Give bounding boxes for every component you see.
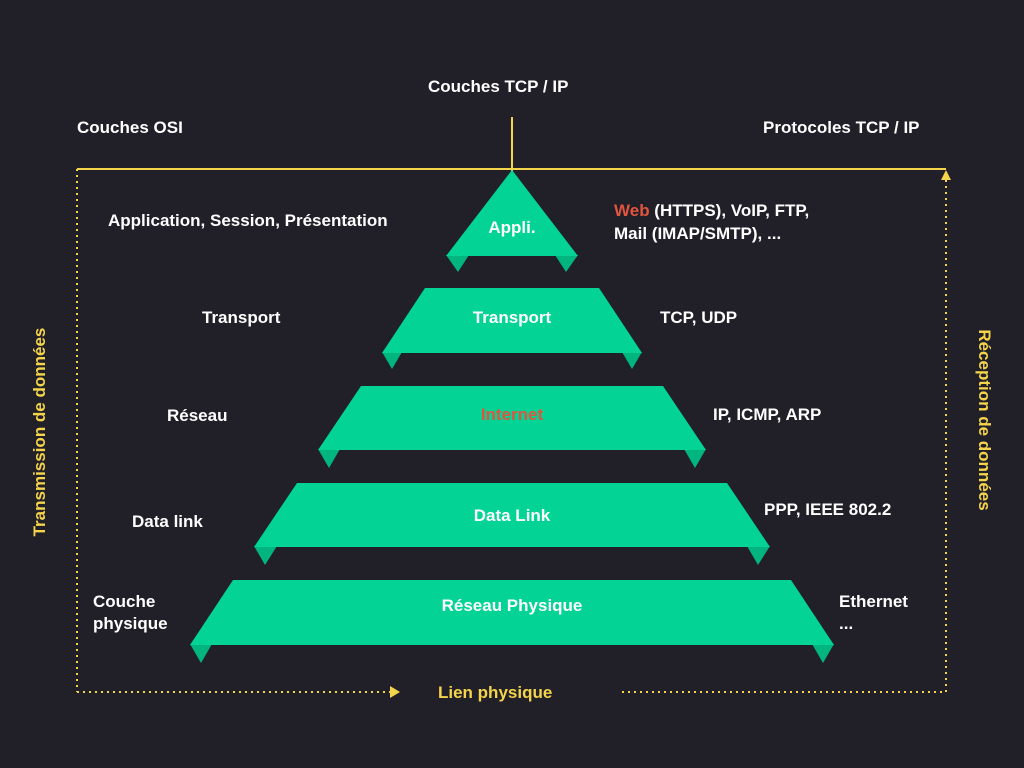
arrow-right-icon (390, 686, 400, 698)
reception-label: Réception de données (975, 329, 994, 511)
osi-layer-physical-line2: physique (93, 614, 168, 633)
tcpip-layer-internet: Internet (480, 405, 544, 424)
layer-appli-shape (446, 170, 578, 272)
transmission-label: Transmission de données (30, 327, 49, 537)
osi-layer-application: Application, Session, Présentation (108, 211, 388, 230)
osi-layers-title: Couches OSI (77, 118, 183, 137)
osi-layer-transport: Transport (202, 308, 281, 327)
layer-transport-shape (382, 288, 642, 369)
protocols-appli-line1: Web (HTTPS), VoIP, FTP, (614, 201, 810, 220)
osi-layer-datalink: Data link (132, 512, 203, 531)
protocols-transport: TCP, UDP (660, 308, 738, 327)
layer-internet-shape (318, 386, 706, 468)
tcpip-layer-transport: Transport (472, 308, 552, 327)
osi-layer-physical-line1: Couche (93, 592, 156, 611)
physical-link-label: Lien physique (438, 683, 553, 702)
protocols-physical-line1: Ethernet (839, 592, 908, 611)
tcpip-layer-physical: Réseau Physique (441, 596, 583, 615)
tcpip-layer-datalink: Data Link (473, 506, 551, 525)
protocols-appli-line2: Mail (IMAP/SMTP), ... (614, 224, 782, 243)
osi-layer-reseau: Réseau (167, 406, 228, 425)
layer-datalink-shape (254, 483, 770, 565)
tcpip-layer-appli: Appli. (488, 218, 536, 237)
protocol-web-highlight: Web (614, 201, 650, 220)
arrow-up-icon (941, 170, 951, 180)
tcpip-layers-title: Couches TCP / IP (428, 77, 569, 96)
protocols-internet: IP, ICMP, ARP (713, 405, 822, 424)
layer-physical-shape (190, 580, 834, 663)
protocols-physical-line2: ... (839, 614, 854, 633)
protocols-datalink: PPP, IEEE 802.2 (764, 500, 892, 519)
tcpip-protocols-title: Protocoles TCP / IP (763, 118, 920, 137)
